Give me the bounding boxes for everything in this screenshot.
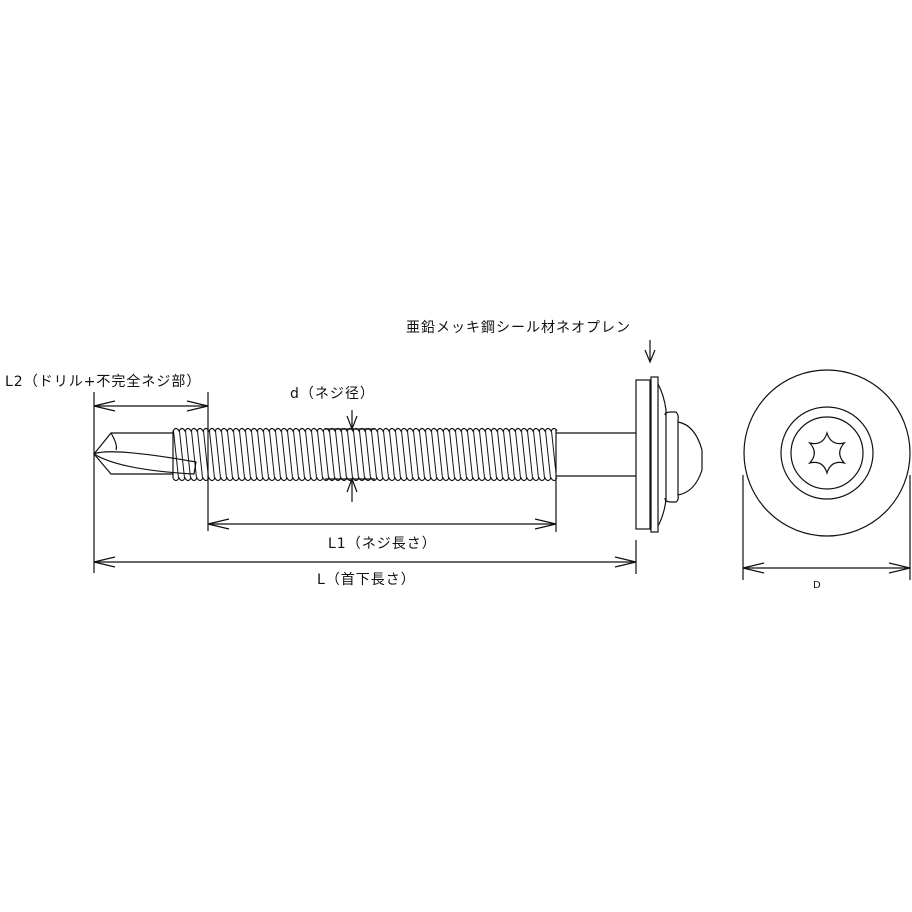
dimension-D [742, 475, 911, 580]
d-label: d（ネジ径） [290, 386, 375, 402]
l-label: L（首下長さ） [317, 572, 416, 588]
thread [172, 427, 558, 482]
seal-material-label: 亜鉛メッキ鋼シール材ネオプレン [406, 320, 631, 336]
washer-head [635, 376, 703, 533]
end-view [743, 369, 911, 537]
dimension-l2 [93, 392, 209, 573]
dimension-d [325, 410, 375, 502]
seal-pointer-arrow [644, 340, 656, 364]
shank [556, 432, 636, 477]
l1-label: L1（ネジ長さ） [328, 536, 437, 552]
l2-label: L2（ドリル+不完全ネジ部） [5, 374, 202, 390]
D-label: D [813, 580, 821, 591]
dimension-l1 [207, 480, 557, 532]
dimension-l [93, 540, 637, 574]
